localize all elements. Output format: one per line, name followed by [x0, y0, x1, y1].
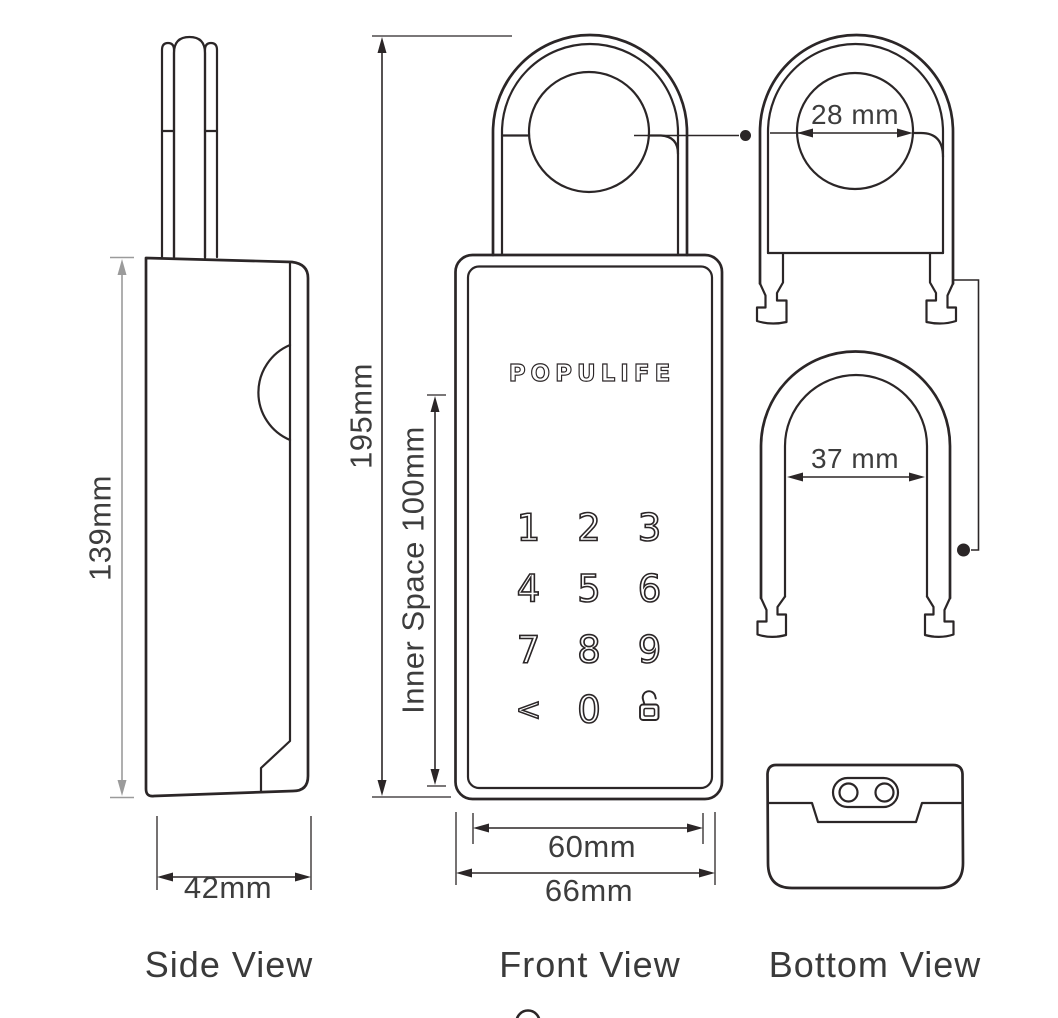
dim-28-arrow-left	[797, 128, 813, 138]
key-7: 7	[517, 629, 541, 672]
key-back: <	[516, 692, 542, 728]
front-height-dimension: 195mm	[344, 35, 512, 798]
front-view-label: Front View	[499, 944, 680, 985]
dim-66-label: 66mm	[545, 873, 633, 908]
front-housing-edge-right	[647, 134, 680, 156]
dim-37-arrow-left	[787, 472, 803, 482]
inner-space-dimension: Inner Space 100mm	[396, 394, 446, 787]
detail1-shackle-inner	[766, 42, 945, 255]
side-panel-edge	[259, 261, 292, 793]
dim-60-label: 60mm	[548, 829, 636, 864]
key-4: 4	[517, 568, 541, 611]
detail2-shackle-inner	[783, 373, 929, 598]
detail2-shackle-outer	[759, 350, 952, 600]
callout-2-line	[953, 279, 980, 551]
unlock-icon	[639, 690, 660, 721]
dim-42-arrow-left	[157, 872, 173, 882]
detail2-leg-left	[756, 595, 788, 638]
bottom-tray-edge	[767, 801, 963, 824]
side-thumb-notch	[257, 343, 292, 442]
detail2-leg-right	[923, 595, 955, 638]
side-prong-middle	[172, 35, 207, 260]
detail1-leg-right	[925, 252, 958, 325]
dim-195-label: 195mm	[344, 363, 379, 469]
dim-28-label: 28 mm	[811, 99, 899, 130]
callout-shackle-leg	[953, 279, 980, 557]
side-prong-left	[160, 41, 176, 259]
key-5: 5	[577, 568, 601, 611]
detail1-hole	[795, 71, 915, 191]
dim-42-arrow-right	[295, 872, 311, 882]
dim-inner-label: Inner Space 100mm	[396, 426, 431, 714]
bottom-shackle-hole-right	[874, 782, 895, 803]
front-body-inner-panel	[466, 265, 714, 790]
key-6: 6	[638, 568, 662, 611]
side-body-outline	[144, 256, 310, 798]
callout-2-dot	[957, 543, 970, 557]
callout-1-dot	[740, 130, 751, 141]
dim-28-arrow-right	[897, 128, 913, 138]
brand-logo: POPULIFE	[509, 361, 676, 387]
front-shackle-inner	[500, 42, 680, 257]
side-height-dimension: 139mm	[83, 256, 134, 799]
dim-60-arrow-left	[473, 823, 489, 833]
dim-66-arrow-left	[456, 868, 472, 878]
dim-66-arrow-right	[699, 868, 715, 878]
dim-139-arrow-down	[117, 780, 127, 796]
bottom-shackle-slot	[831, 776, 900, 809]
key-2: 2	[577, 507, 601, 550]
side-view-label: Side View	[145, 944, 313, 985]
shackle-housing-detail: 28 mm	[755, 33, 958, 325]
front-body-outline	[454, 253, 724, 801]
side-view-figure	[144, 35, 310, 798]
callout-shackle-hole	[634, 130, 751, 141]
key-1: 1	[517, 507, 541, 550]
dim-inner-arrow-down	[430, 769, 440, 785]
key-0: 0	[577, 689, 601, 732]
side-depth-dimension: 42mm	[156, 816, 312, 905]
detail1-shackle-outer	[758, 33, 955, 285]
keypad: 1 2 3 4 5 6 7 8 9 < 0	[515, 506, 662, 733]
detail1-leg-left	[755, 252, 788, 325]
key-3: 3	[638, 507, 662, 550]
dim-37-arrow-right	[909, 472, 925, 482]
dim-139-arrow-up	[117, 259, 127, 275]
detail1-housing-corner	[911, 131, 945, 159]
dim-inner-arrow-up	[430, 396, 440, 412]
bottom-shackle-hole-left	[838, 782, 859, 803]
bottom-view-figure	[766, 763, 965, 890]
dim-60-arrow-right	[687, 823, 703, 833]
shackle-detail: 37 mm	[756, 350, 955, 638]
dim-139-label: 139mm	[83, 475, 118, 581]
front-shackle-hole	[527, 70, 651, 194]
cropped-logo-mark	[515, 1009, 541, 1018]
dim-195-arrow-up	[377, 37, 387, 53]
dim-195-arrow-down	[377, 780, 387, 796]
dim-37-label: 37 mm	[811, 443, 899, 474]
front-width-dimensions: 60mm 66mm	[455, 812, 716, 908]
key-8: 8	[577, 629, 601, 672]
bottom-outline	[766, 763, 965, 890]
front-shackle-outer	[491, 33, 689, 257]
key-9: 9	[638, 629, 662, 672]
side-prong-right	[203, 41, 219, 259]
bottom-view-label: Bottom View	[769, 944, 981, 985]
dim-42-label: 42mm	[184, 870, 272, 905]
front-view-figure: POPULIFE 1 2 3 4 5 6 7 8 9 < 0	[454, 33, 724, 801]
